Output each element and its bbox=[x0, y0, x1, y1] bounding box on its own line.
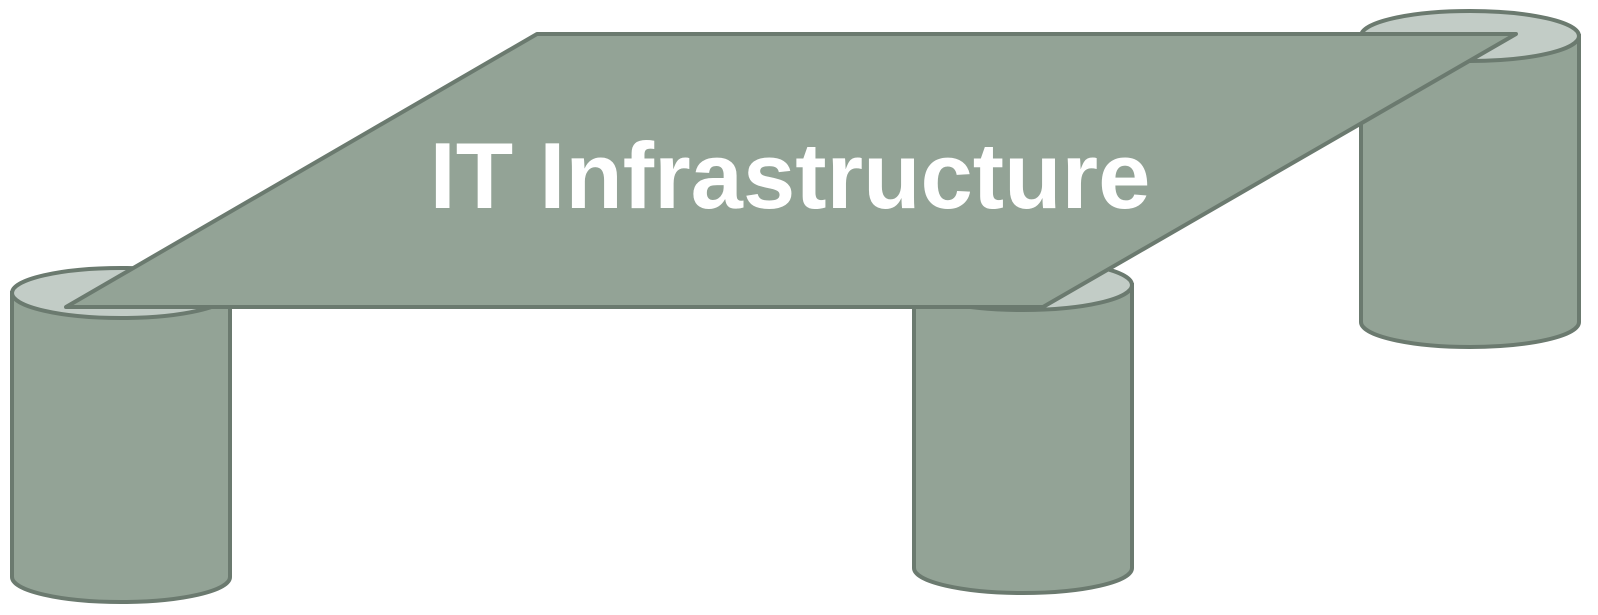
cylinder-left bbox=[10, 266, 232, 604]
cylinder-middle-body bbox=[912, 283, 1134, 595]
cylinder-back-right-body bbox=[1359, 34, 1581, 349]
cylinder-back-right bbox=[1359, 9, 1581, 349]
platform-slab bbox=[64, 32, 1518, 309]
cylinder-middle bbox=[912, 258, 1134, 595]
cylinder-left-body bbox=[10, 291, 232, 604]
platform-label: IT Infrastructure bbox=[430, 123, 1151, 228]
